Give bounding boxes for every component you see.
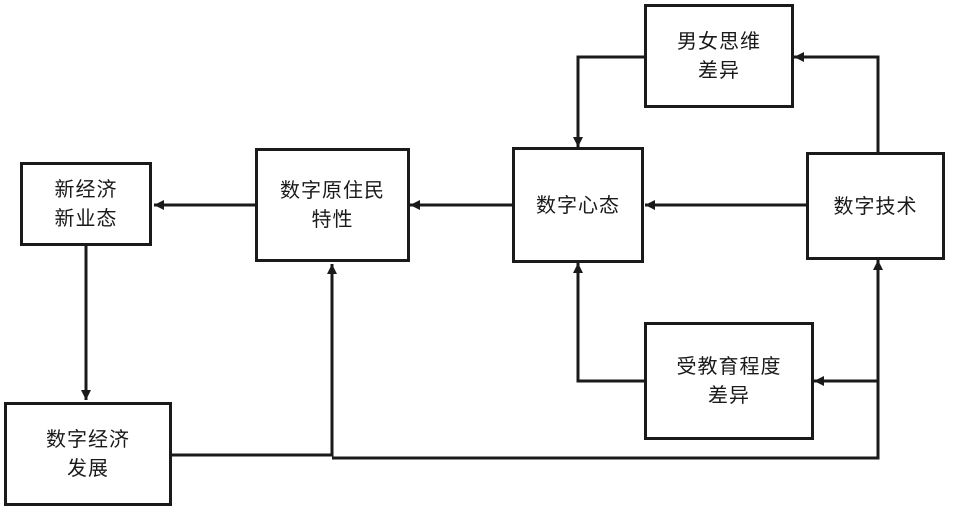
node-education-difference: 受教育程度 差异 [644, 322, 814, 440]
edge-tech-to-gender [794, 52, 880, 152]
edge-digitaleconomy-to-native [172, 264, 337, 457]
edge-education-to-mindset [573, 263, 644, 383]
node-gender-difference-label: 男女思维 差异 [677, 29, 761, 82]
node-digital-native: 数字原住民 特性 [255, 148, 410, 262]
node-digital-tech-label: 数字技术 [833, 193, 918, 218]
edge-gender-to-mindset [573, 55, 644, 147]
node-digital-mindset-label: 数字心态 [536, 192, 620, 217]
node-new-economy-label: 新经济 新业态 [54, 177, 118, 230]
edge-digitaleconomy-to-tech [332, 260, 883, 460]
node-gender-difference: 男女思维 差异 [644, 4, 794, 108]
node-digital-economy-label: 数字经济 发展 [46, 427, 130, 480]
node-new-economy: 新经济 新业态 [20, 162, 152, 246]
node-digital-native-label: 数字原住民 特性 [280, 178, 385, 231]
node-digital-mindset: 数字心态 [512, 147, 644, 263]
node-digital-economy: 数字经济 发展 [4, 402, 172, 506]
node-education-difference-label: 受教育程度 差异 [676, 354, 782, 407]
node-digital-tech: 数字技术 [806, 152, 945, 260]
